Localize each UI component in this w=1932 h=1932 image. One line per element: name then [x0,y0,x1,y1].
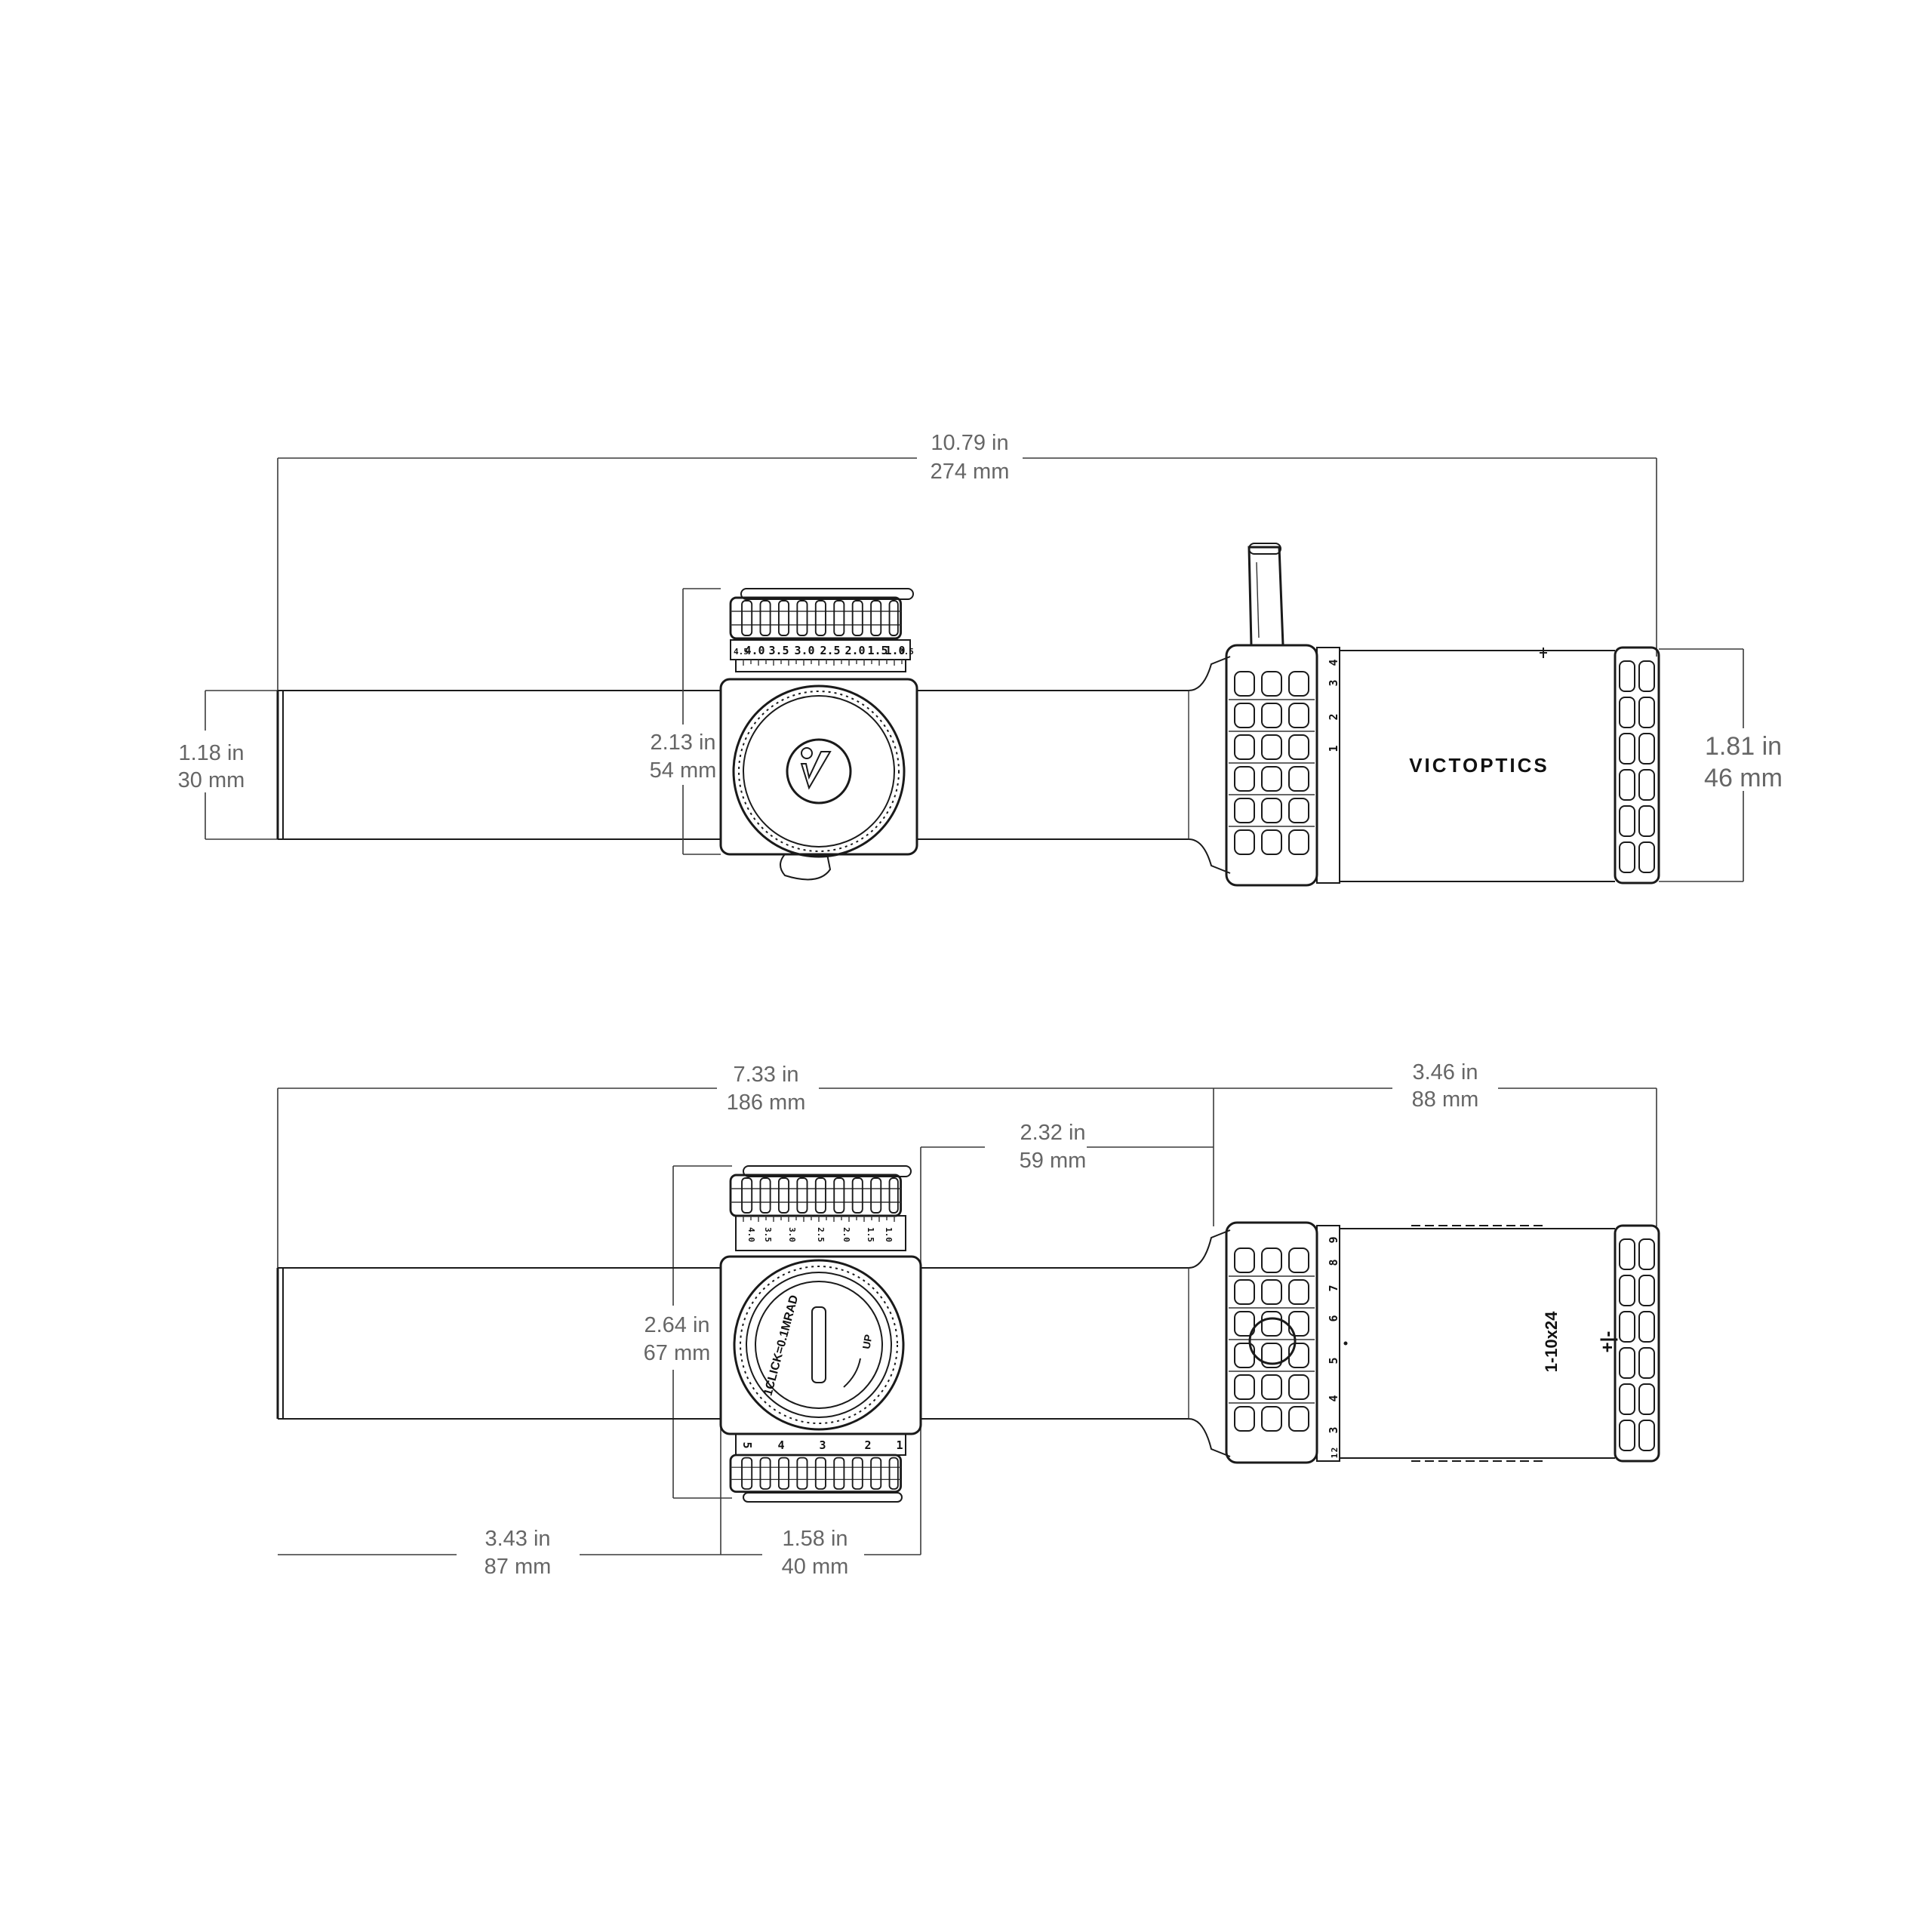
objective-tube [276,690,721,840]
turret-body [719,678,918,856]
objective-to-turret-dimension: 3.43 in 87 mm [278,1411,721,1579]
top-view: 10.79 in 274 mm 1.18 in 30 mm 2.13 in [178,431,1783,887]
side-scale-top-0: 4.0 [746,1227,756,1242]
objective-to-turret-mm: 87 mm [485,1555,552,1579]
knob-slot-icon [811,1306,826,1383]
eyepiece-body: VICTOPTICS [1340,648,1615,882]
throw-lever-base-icon [1248,1317,1297,1365]
turret-width-dimension: 1.58 in 40 mm [721,1527,921,1579]
mag-scale-4: 4 [1327,659,1340,666]
side-scale-top-3: 2.5 [816,1227,826,1242]
illumination-knob-stub[interactable] [780,854,832,881]
side-scale-top-1: 3.5 [763,1227,773,1242]
overall-length-mm: 274 mm [931,460,1010,484]
bottom-knob[interactable]: 5 4 3 2 1 [729,1433,906,1503]
brand-name: VICTOPTICS [1409,754,1549,777]
elev-scale-0: 4.5 [734,647,749,657]
eyepiece-ring[interactable] [1614,646,1660,884]
elevation-scale-band-side [735,1215,906,1251]
turret-assembly-side: 4.0 3.5 3.0 2.5 2.0 1.5 1.0 1CLICK=0.1MR… [719,1165,922,1503]
turret-to-ring-dimension: 2.32 in 59 mm [920,1121,1214,1555]
mag-scale-side-3: 3 [1327,1426,1340,1433]
mag-scale-side-1: 1 [1330,1453,1340,1458]
rear-length-in: 3.46 in [1412,1060,1478,1084]
turret-width-in: 1.58 in [782,1527,848,1551]
side-scale-bottom-1: 4 [777,1438,784,1452]
elev-scale-3: 3.0 [794,644,814,657]
front-length-mm: 186 mm [727,1091,806,1115]
side-scale-top-2: 3.0 [787,1227,797,1242]
mag-scale-side-8: 8 [1327,1259,1340,1266]
mag-scale-side-9: 9 [1327,1236,1340,1243]
rear-length-dimension: 3.46 in 88 mm [1214,1060,1657,1226]
turret-to-ring-mm: 59 mm [1020,1149,1087,1173]
click-value-text: 1CLICK=0.1MRAD [761,1294,801,1397]
tube-diameter-in: 1.18 in [178,741,244,765]
mag-scale-2: 2 [1327,713,1340,720]
turret-height-in: 2.13 in [650,731,715,755]
side-scale-bottom-4: 1 [896,1438,903,1452]
side-view: 7.33 in 186 mm 3.46 in 88 mm 2.32 in 59 … [276,1060,1660,1579]
objective-tube-side [276,1267,721,1420]
turret-width-mm: 40 mm [782,1555,849,1579]
overall-length-dimension: 10.79 in 274 mm [277,431,1657,691]
turret-height-dimension: 2.64 in 67 mm [644,1165,732,1499]
elev-scale-8: 0.5 [899,647,914,657]
throw-lever[interactable] [1247,543,1284,647]
eyepiece-diameter-mm: 46 mm [1704,764,1783,792]
eyepiece-diameter-dimension: 1.81 in 46 mm [1659,648,1783,882]
tube-diameter-dimension: 1.18 in 30 mm [178,690,278,840]
direction-text: UP [860,1334,874,1350]
turret-assembly: 2.13 in 54 mm 4.5 4.0 3.5 3.0 2.5 2.0 1.… [650,588,918,881]
brand-logo-icon [786,738,852,804]
side-scale-bottom-3: 2 [864,1438,871,1452]
elev-scale-5: 2.0 [844,644,865,657]
eyepiece-diameter-in: 1.81 in [1705,732,1782,761]
mag-scale-side-4: 4 [1327,1395,1340,1401]
turret-height2-mm: 67 mm [644,1341,711,1365]
side-scale-top-6: 1.0 [884,1227,894,1242]
elev-scale-7: 1.0 [884,644,905,657]
mag-scale-side-2: 2 [1330,1447,1340,1453]
elev-scale-1: 4.0 [744,644,764,657]
elev-scale-4: 2.5 [820,644,840,657]
front-length-in: 7.33 in [733,1063,798,1087]
elevation-knob-side[interactable]: 4.0 3.5 3.0 2.5 2.0 1.5 1.0 [729,1165,912,1251]
objective-to-turret-in: 3.43 in [485,1527,550,1551]
mag-scale-side-6: 6 [1327,1315,1340,1321]
direction-arrow-icon [843,1358,861,1388]
mag-scale-1: 1 [1327,745,1340,752]
side-scale-top-5: 1.5 [866,1227,875,1242]
model-label: 1-10x24 [1542,1311,1561,1373]
windage-knob-face[interactable]: 1CLICK=0.1MRAD UP [733,1259,905,1431]
magnification-ring[interactable]: 4 3 2 1 [1225,644,1340,887]
turret-height-mm: 54 mm [650,758,717,783]
side-scale-top-4: 2.0 [841,1227,851,1242]
eyepiece-body-side: 1-10x24 +|- [1340,1225,1618,1462]
mag-scale-side-5: 5 [1327,1357,1340,1364]
magnification-ring-side[interactable]: 9 8 7 6 5 4 3 2 1 [1225,1221,1348,1464]
windage-knob[interactable] [732,685,906,858]
mag-scale-side-7: 7 [1327,1284,1340,1291]
tube-diameter-mm: 30 mm [178,768,245,792]
turret-height2-in: 2.64 in [644,1313,709,1337]
turret-to-ring-in: 2.32 in [1020,1121,1085,1145]
elevation-knob[interactable]: 4.5 4.0 3.5 3.0 2.5 2.0 1.5 1.0 0.5 [729,588,914,672]
elev-scale-2: 3.5 [768,644,789,657]
index-dot-icon [1343,1341,1348,1346]
mag-scale-3: 3 [1327,679,1340,686]
overall-length-in: 10.79 in [931,431,1008,455]
elev-scale-6: 1.5 [867,644,888,657]
side-scale-bottom-2: 3 [819,1438,826,1452]
eyepiece-ring-side[interactable] [1614,1224,1660,1463]
rear-length-mm: 88 mm [1412,1088,1479,1112]
side-scale-bottom-0: 5 [740,1441,754,1448]
front-length-dimension: 7.33 in 186 mm [277,1063,1214,1268]
